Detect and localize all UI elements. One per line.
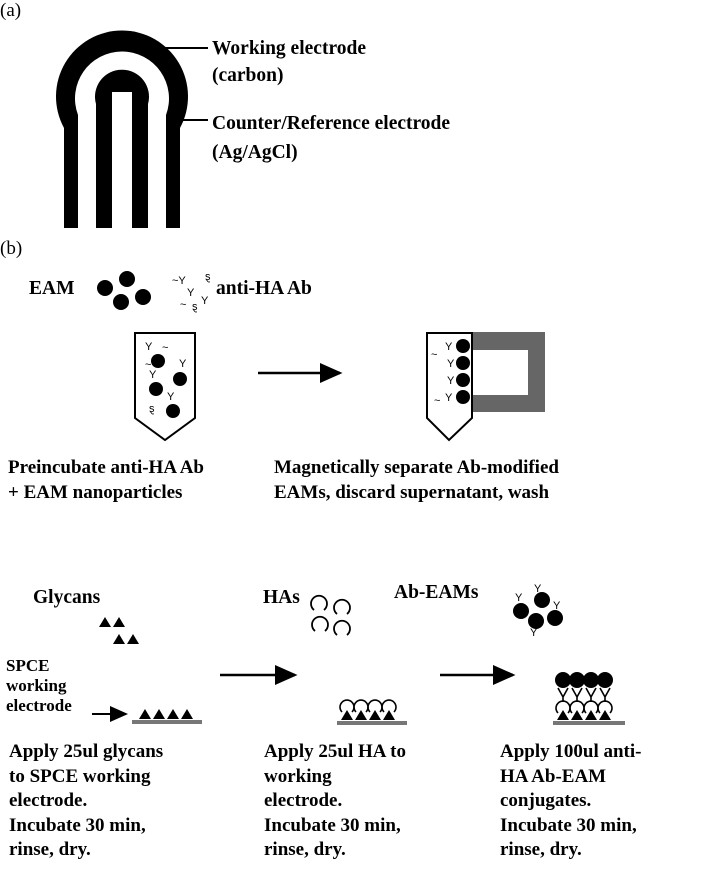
eam-particles (97, 271, 151, 310)
working-electrode-material: (carbon) (212, 65, 284, 86)
step2-caption: Magnetically separate Ab-modified EAMs, … (274, 457, 559, 503)
svg-text:~: ~ (162, 342, 168, 354)
step3-caption: Apply 25ul glycans to SPCE working elect… (9, 741, 164, 860)
eam-label: EAM (29, 278, 75, 299)
svg-text:Y: Y (149, 369, 157, 381)
svg-text:ȿ: ȿ (149, 403, 155, 415)
step1-caption: Preincubate anti-HA Ab + EAM nanoparticl… (8, 457, 204, 503)
svg-text:Y: Y (447, 375, 455, 387)
svg-text:~: ~ (434, 395, 440, 407)
svg-text:Y: Y (445, 341, 453, 353)
svg-text:Y: Y (145, 341, 153, 353)
svg-text:ȿ: ȿ (192, 301, 198, 313)
svg-text:Y: Y (201, 295, 209, 307)
svg-text:~: ~ (145, 359, 151, 371)
tube-preincubation: Y~Y Y~Yȿ (134, 332, 196, 442)
panel-a-label: (a) (0, 0, 22, 21)
step5-caption: Apply 100ul anti- HA Ab-EAM conjugates. … (500, 741, 642, 860)
electrode-full-stack (553, 672, 625, 725)
glycans-label: Glycans (33, 587, 101, 608)
svg-text:~Y: ~Y (172, 275, 186, 287)
svg-text:Y: Y (167, 391, 175, 403)
svg-text:~: ~ (180, 299, 186, 311)
electrode-glycans-ha (337, 699, 407, 725)
svg-text:Y: Y (187, 287, 195, 299)
step4-caption: Apply 25ul HA to working electrode. Incu… (264, 741, 407, 860)
svg-text:Y: Y (534, 583, 542, 595)
svg-text:Y: Y (179, 358, 187, 370)
ab-eams-label: Ab-EAMs (394, 582, 479, 603)
svg-text:Y: Y (447, 358, 455, 370)
spce-label: SPCE working electrode (6, 656, 72, 715)
counter-electrode-material: (Ag/AgCl) (212, 142, 298, 163)
svg-text:Y: Y (515, 592, 523, 604)
panel-b-label: (b) (0, 238, 23, 259)
electrode-glycans (132, 709, 202, 724)
svg-text:ȿ: ȿ (205, 271, 211, 283)
working-electrode-label: Working electrode (212, 38, 366, 59)
counter-electrode-label: Counter/Reference electrode (212, 113, 451, 134)
svg-text:Y: Y (553, 600, 561, 612)
svg-text:Y: Y (530, 627, 538, 639)
antibody-label: anti-HA Ab (216, 278, 312, 299)
glycans-triangles (99, 617, 139, 644)
has-label: HAs (263, 587, 300, 608)
spce-electrode-drawing (56, 30, 208, 229)
ha-glyphs (310, 594, 351, 636)
svg-text:Y: Y (445, 392, 453, 404)
svg-text:~: ~ (431, 349, 437, 361)
